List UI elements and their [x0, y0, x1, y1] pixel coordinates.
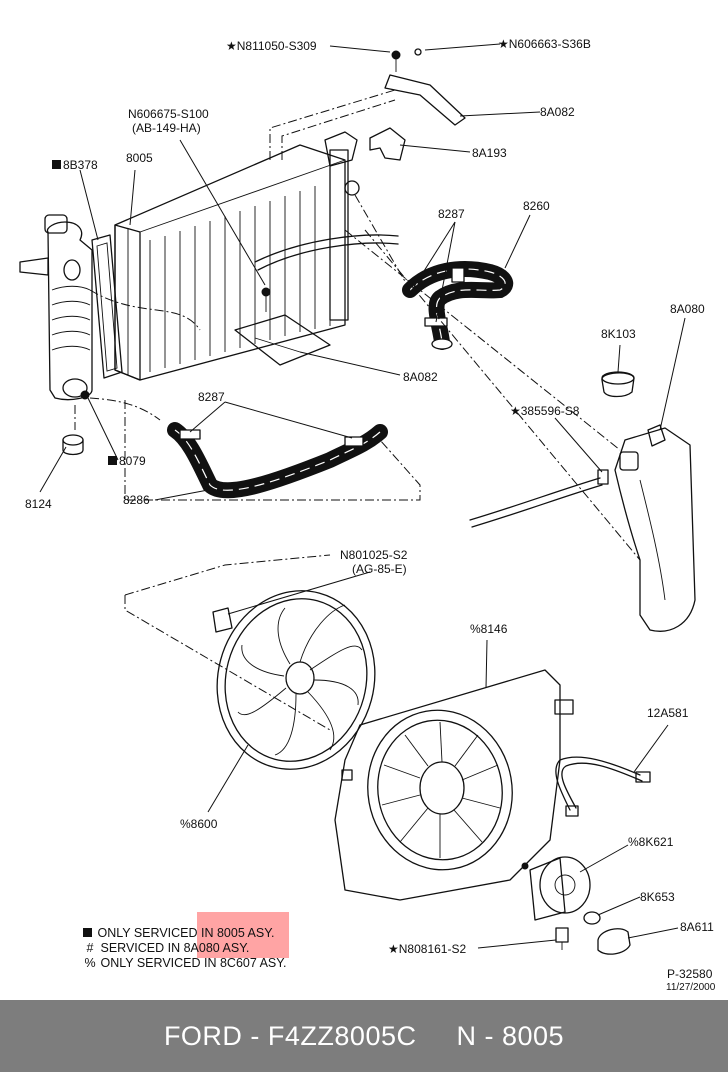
fan-shroud-8146 — [334, 669, 574, 901]
upper-hose-8260 — [402, 261, 514, 350]
cap-8k103 — [601, 371, 635, 398]
label-12a581: 12A581 — [647, 706, 689, 720]
wiring-12a581 — [555, 756, 651, 817]
drain-plug-8124 — [62, 434, 84, 456]
highlight-box — [197, 912, 289, 958]
label-385596: ★385596-S8 — [510, 404, 580, 418]
label-n808161: ★N808161-S2 — [388, 942, 466, 956]
lower-hose-8286 — [167, 422, 388, 499]
label-8600: %8600 — [180, 817, 218, 831]
label-ab149: (AB-149-HA) — [132, 121, 201, 135]
label-8k103: 8K103 — [601, 327, 636, 341]
legend-text-3: ONLY SERVICED IN 8C607 ASY. — [100, 956, 287, 970]
label-date: 11/27/2000 — [666, 982, 716, 993]
label-8a193: 8A193 — [472, 146, 507, 160]
footer-bar: FORD - F4ZZ8005C N - 8005 — [0, 1000, 728, 1072]
label-8k621: %8K621 — [628, 835, 674, 849]
clip-8a611 — [597, 928, 631, 955]
label-8b378: 8B378 — [63, 158, 98, 172]
label-8287-low: 8287 — [198, 390, 225, 404]
percent-symbol: % — [84, 956, 96, 970]
label-n606675: N606675-S100 — [128, 107, 209, 121]
square-symbol — [52, 160, 61, 169]
label-8287-top: 8287 — [438, 207, 465, 221]
label-p32580: P-32580 — [667, 967, 713, 981]
legend-line-1: ONLY SERVICED IN 8005 ASY. — [83, 926, 274, 941]
reservoir-8005 — [19, 214, 93, 401]
diagram-drawing: ★N811050-S309 ★N606663-S36B 8A082 N60667… — [19, 37, 716, 993]
label-8146: %8146 — [470, 622, 508, 636]
nut-8k653 — [583, 911, 601, 925]
gasket-8b378 — [91, 234, 123, 379]
legend-text-1: ONLY SERVICED IN 8005 ASY. — [97, 926, 275, 940]
label-n811050: ★N811050-S309 — [226, 39, 317, 53]
radiator — [114, 89, 399, 381]
legend-line-2: # SERVICED IN 8A080 ASY. — [83, 941, 250, 956]
legend-line-3: % ONLY SERVICED IN 8C607 ASY. — [83, 956, 286, 971]
leader-lines — [39, 43, 686, 949]
square-symbol-2 — [108, 456, 117, 465]
label-8a080: 8A080 — [670, 302, 705, 316]
part-labels: ★N811050-S309 ★N606663-S36B 8A082 N60667… — [25, 37, 716, 993]
label-8a082-mid: 8A082 — [403, 370, 438, 384]
label-8k653: 8K653 — [640, 890, 675, 904]
label-8260: 8260 — [523, 199, 550, 213]
overflow-tube — [469, 469, 609, 528]
bracket-8a193 — [369, 127, 406, 161]
fan-motor-8k621 — [521, 856, 591, 921]
parts-diagram: ★N811050-S309 ★N606663-S36B 8A082 N60667… — [19, 37, 716, 993]
square-symbol-legend — [83, 928, 92, 937]
hash-symbol: # — [86, 941, 94, 955]
label-n801025: N801025-S2 — [340, 548, 408, 562]
legend-text-2: SERVICED IN 8A080 ASY. — [100, 941, 250, 955]
reservoir-8a080 — [614, 424, 696, 632]
bolt-n808161 — [555, 927, 569, 950]
fan-blade-8600 — [212, 590, 376, 770]
footer-part-number: FORD - F4ZZ8005C N - 8005 — [163, 1020, 565, 1051]
label-n606663: ★N606663-S36B — [498, 37, 591, 51]
lower-bracket-8a082 — [234, 287, 331, 366]
label-8005: 8005 — [126, 151, 153, 165]
label-8124: 8124 — [25, 497, 52, 511]
label-8a611: 8A611 — [680, 920, 714, 934]
upper-bracket-8a082 — [384, 48, 466, 126]
label-8a082-top: 8A082 — [540, 105, 575, 119]
label-ag85: (AG-85-E) — [352, 562, 407, 576]
label-8286: 8286 — [123, 493, 150, 507]
label-8079: 8079 — [119, 454, 146, 468]
